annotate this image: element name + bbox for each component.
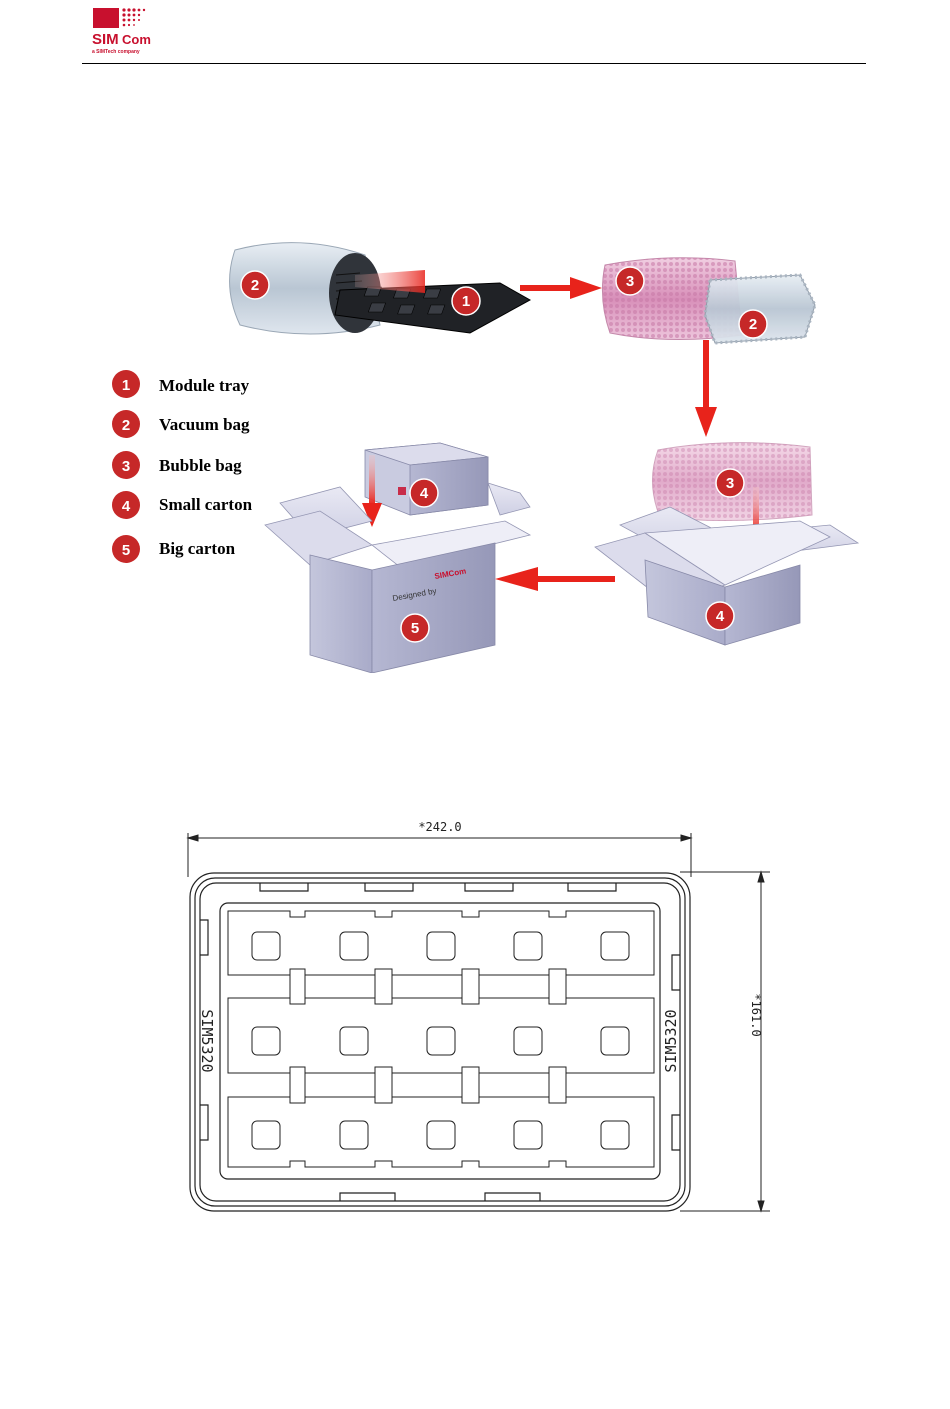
legend-item-bubble-bag: 3 Bubble bag [112,451,242,479]
badge-small-carton-a: 4 [410,479,438,507]
svg-text:1: 1 [462,293,470,310]
svg-text:4: 4 [716,608,725,625]
svg-text:Big carton: Big carton [159,539,236,558]
width-dim-label: *242.0 [418,820,461,834]
badge-bubble-bag-b: 3 [716,469,744,497]
badge-vacuum-bag-b: 2 [739,310,767,338]
packaging-process-figure: Designed by SIMCom 1 2 3 2 3 4 4 5 1 M [110,225,862,673]
legend-item-vacuum-bag: 2 Vacuum bag [112,410,250,438]
header-rule [82,63,866,64]
arrow-left [495,567,615,591]
svg-text:2: 2 [122,417,130,434]
svg-text:Small carton: Small carton [159,495,253,514]
legend-item-module-tray: 1 Module tray [112,370,250,398]
legend: 1 Module tray 2 Vacuum bag 3 Bubble bag … [112,370,253,563]
arrow-down [695,340,717,437]
tray-pockets [228,911,654,1167]
logo-sim: SIM [92,31,119,48]
logo-tagline: a SIMTech company [92,49,140,55]
arrow-right [520,277,602,299]
svg-text:4: 4 [122,498,131,515]
tray-outline [190,873,690,1211]
tray-label-left: SIM5320 [198,1009,216,1072]
svg-text:Module tray: Module tray [159,376,250,395]
width-dimension [188,833,691,877]
svg-text:3: 3 [626,273,634,290]
svg-text:Vacuum bag: Vacuum bag [159,415,250,434]
vacuum-bag-step [230,243,530,334]
badge-vacuum-bag-a: 2 [241,271,269,299]
svg-text:3: 3 [726,475,734,492]
height-dimension [680,872,770,1211]
module-tray-drawing: *242.0 *161.0 [180,815,780,1230]
logo-com: Com [122,32,151,47]
legend-item-small-carton: 4 Small carton [112,491,253,519]
badge-bubble-bag-a: 3 [616,267,644,295]
svg-text:3: 3 [122,458,130,475]
tray-label-right: SIM5320 [662,1009,680,1072]
svg-text:2: 2 [251,277,259,294]
badge-small-carton-b: 4 [706,602,734,630]
svg-text:5: 5 [122,542,130,559]
legend-item-big-carton: 5 Big carton [112,535,236,563]
big-carton-step: Designed by SIMCom [265,443,530,673]
svg-text:Bubble bag: Bubble bag [159,456,242,475]
svg-text:5: 5 [411,620,419,637]
badge-big-carton: 5 [401,614,429,642]
badge-tray: 1 [452,287,480,315]
height-dim-label: *161.0 [749,993,763,1036]
svg-text:4: 4 [420,485,429,502]
svg-text:2: 2 [749,316,757,333]
simcom-logo: SIM Com a SIMTech company [90,6,152,56]
svg-text:1: 1 [122,377,130,394]
